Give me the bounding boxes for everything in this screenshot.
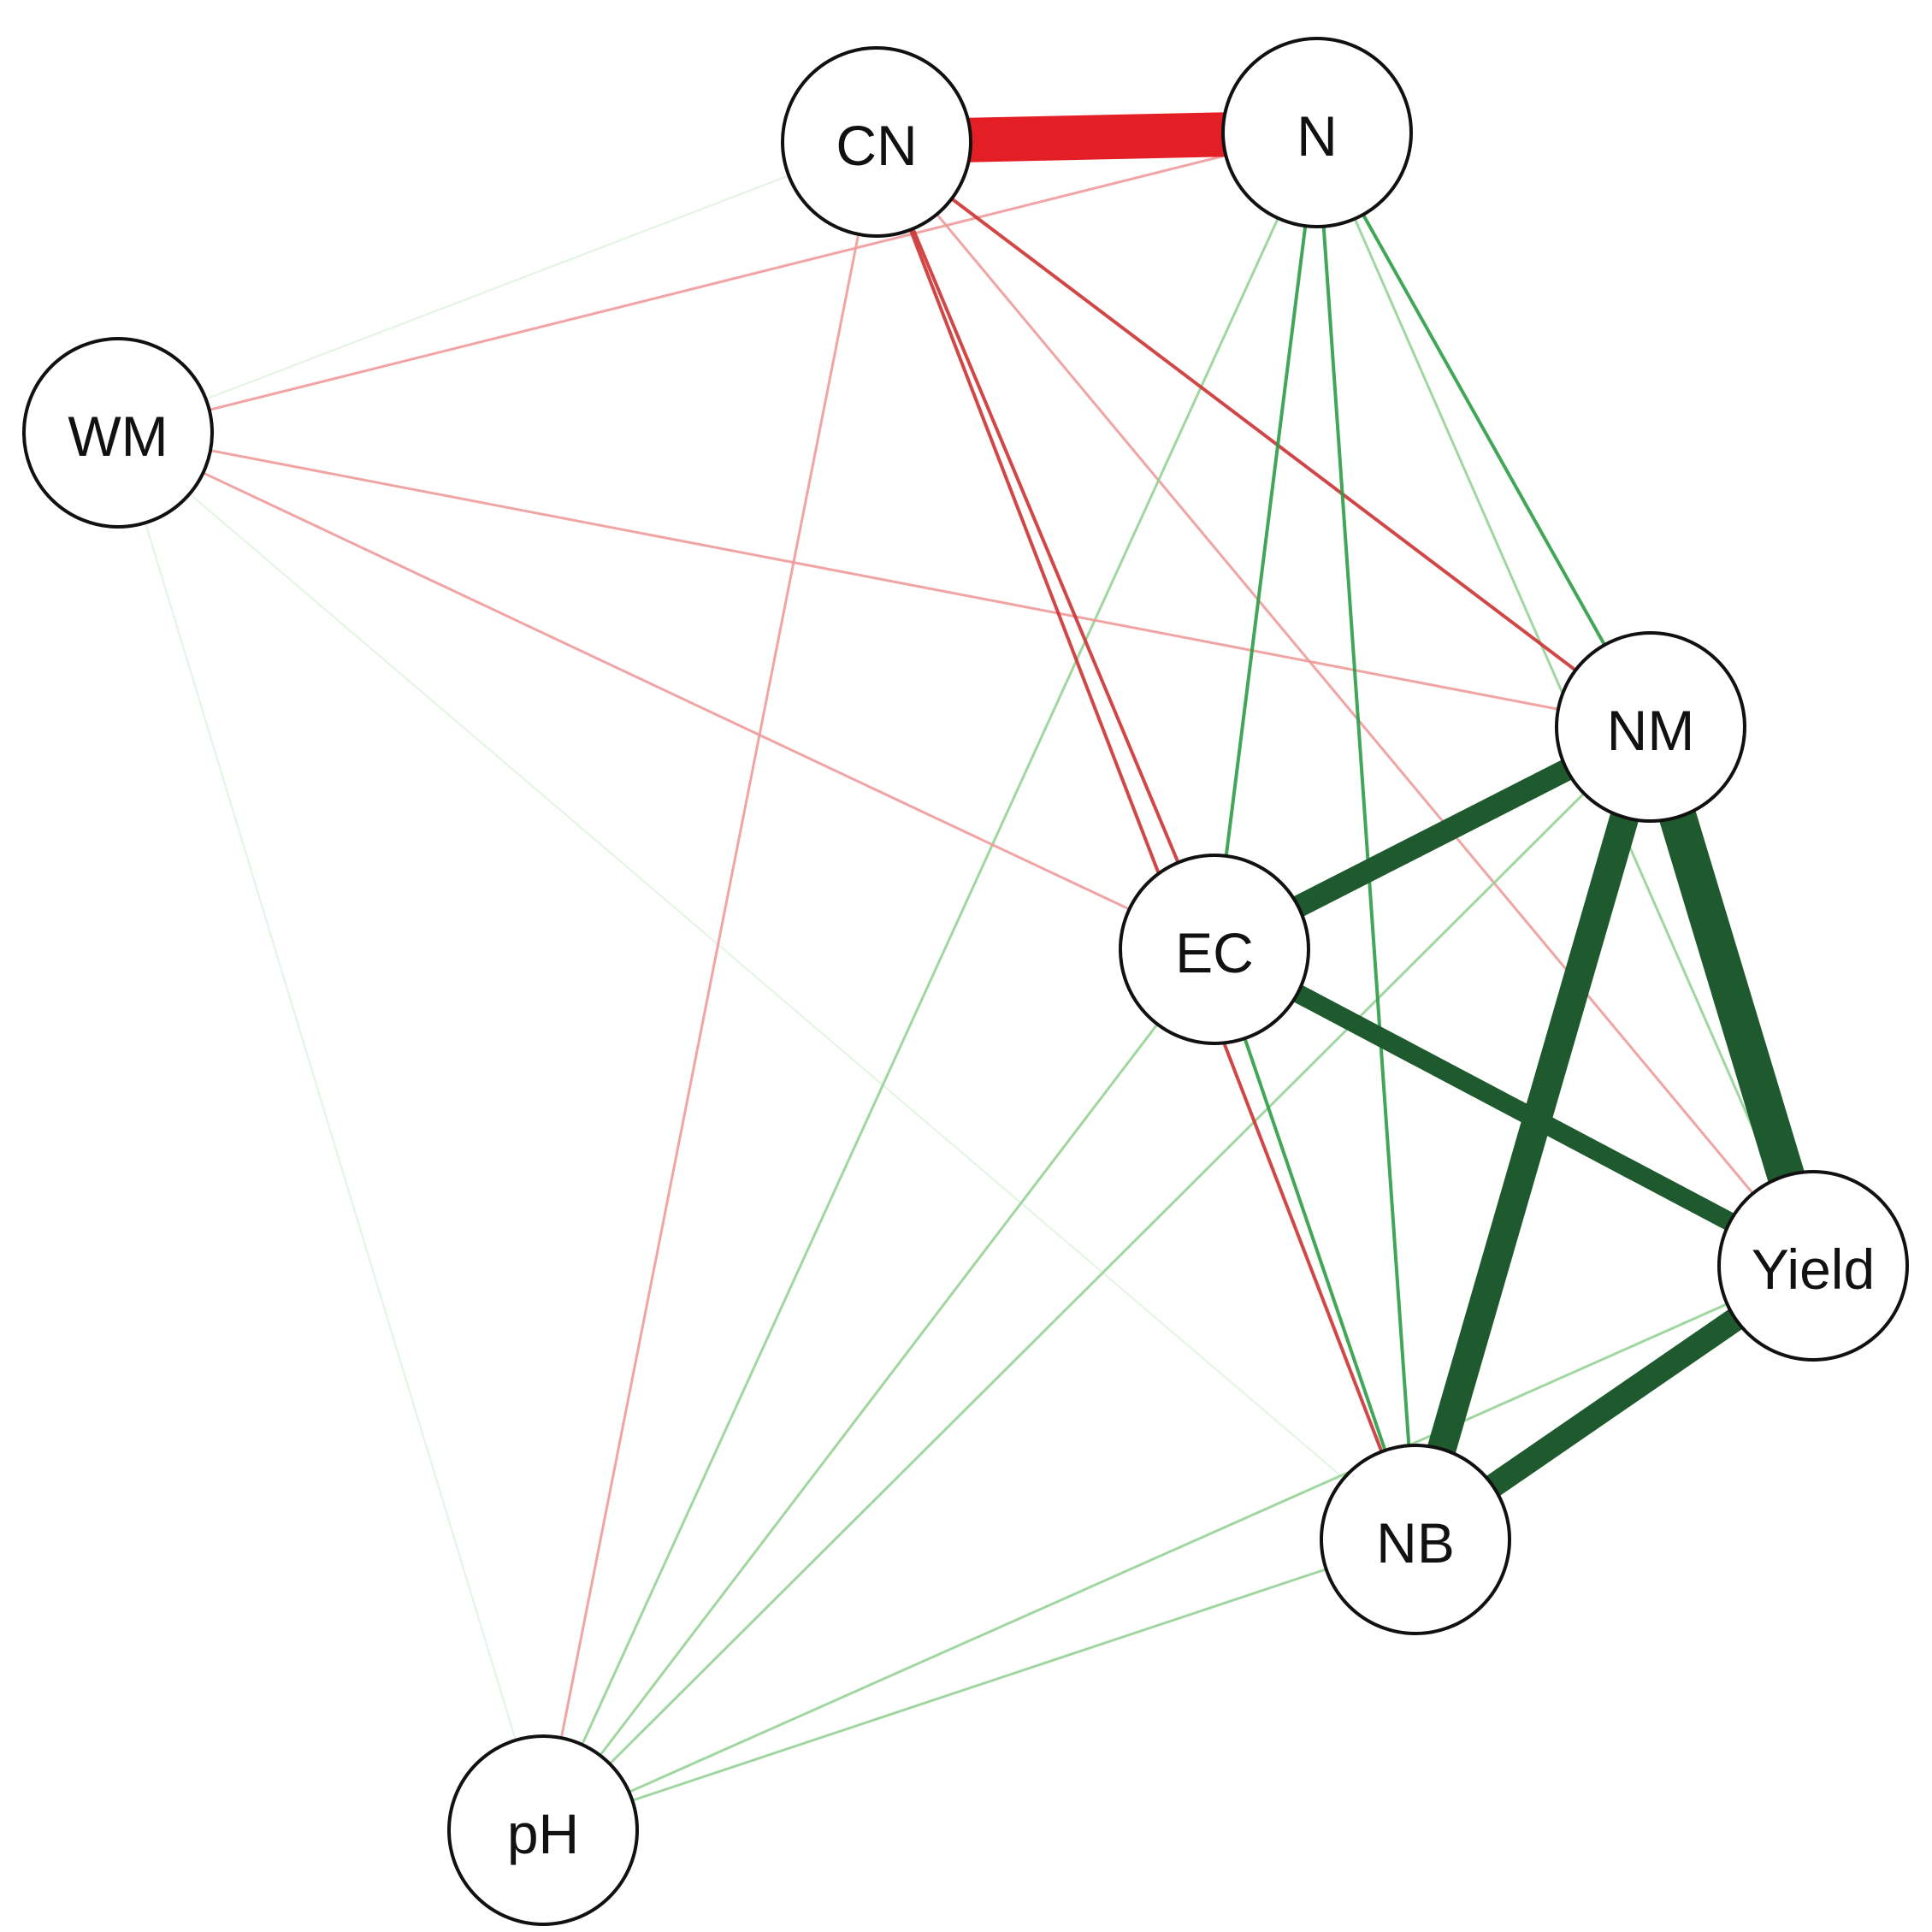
node-circle-ec bbox=[1119, 854, 1310, 1045]
edge-n-ph bbox=[541, 132, 1319, 1831]
edge-n-ec bbox=[1213, 132, 1319, 950]
node-wm: WM bbox=[22, 337, 214, 529]
edges-layer bbox=[117, 110, 1832, 1832]
edge-cn-wm bbox=[117, 141, 877, 434]
edge-cn-ec bbox=[875, 141, 1216, 950]
node-label-nm: NM bbox=[1607, 699, 1695, 762]
node-n: N bbox=[1221, 37, 1413, 228]
edge-n-wm bbox=[117, 131, 1318, 434]
edge-wm-nm bbox=[117, 431, 1651, 729]
node-nm: NM bbox=[1555, 631, 1746, 823]
node-circle-nm bbox=[1555, 631, 1746, 823]
node-circle-cn bbox=[781, 46, 972, 238]
node-circle-ph bbox=[447, 1734, 639, 1926]
edge-yield-ph bbox=[542, 1264, 1814, 1832]
node-label-nb: NB bbox=[1376, 1511, 1455, 1575]
node-label-n: N bbox=[1297, 104, 1338, 168]
edge-wm-nb bbox=[117, 432, 1416, 1540]
edge-nm-ph bbox=[541, 725, 1652, 1832]
node-label-ec: EC bbox=[1175, 921, 1254, 984]
edge-n-nb bbox=[1315, 132, 1417, 1540]
node-yield: Yield bbox=[1717, 1170, 1909, 1362]
edge-ec-yield bbox=[1209, 941, 1818, 1274]
node-ph: pH bbox=[447, 1734, 639, 1926]
edge-wm-ec bbox=[117, 431, 1215, 951]
node-nb: NB bbox=[1320, 1444, 1511, 1635]
node-label-yield: Yield bbox=[1752, 1238, 1875, 1301]
edge-nm-nb bbox=[1401, 723, 1665, 1544]
edge-cn-nb bbox=[875, 141, 1417, 1540]
edge-cn-nm bbox=[875, 140, 1652, 729]
node-ec: EC bbox=[1119, 854, 1310, 1045]
node-circle-n bbox=[1221, 37, 1413, 228]
node-label-ph: pH bbox=[507, 1802, 579, 1865]
node-circle-nb bbox=[1320, 1444, 1511, 1635]
node-circle-yield bbox=[1717, 1170, 1909, 1362]
node-cn: CN bbox=[781, 46, 972, 238]
edge-ec-nb bbox=[1213, 948, 1417, 1540]
node-label-cn: CN bbox=[836, 114, 917, 177]
node-label-wm: WM bbox=[68, 405, 168, 468]
node-circle-wm bbox=[22, 337, 214, 529]
edge-nb-ph bbox=[542, 1538, 1416, 1832]
edge-cn-ph bbox=[541, 141, 878, 1831]
edge-ec-ph bbox=[541, 948, 1216, 1831]
edge-cn-yield bbox=[875, 141, 1815, 1267]
edge-wm-ph bbox=[117, 432, 544, 1831]
edge-n-nm bbox=[1315, 132, 1652, 728]
